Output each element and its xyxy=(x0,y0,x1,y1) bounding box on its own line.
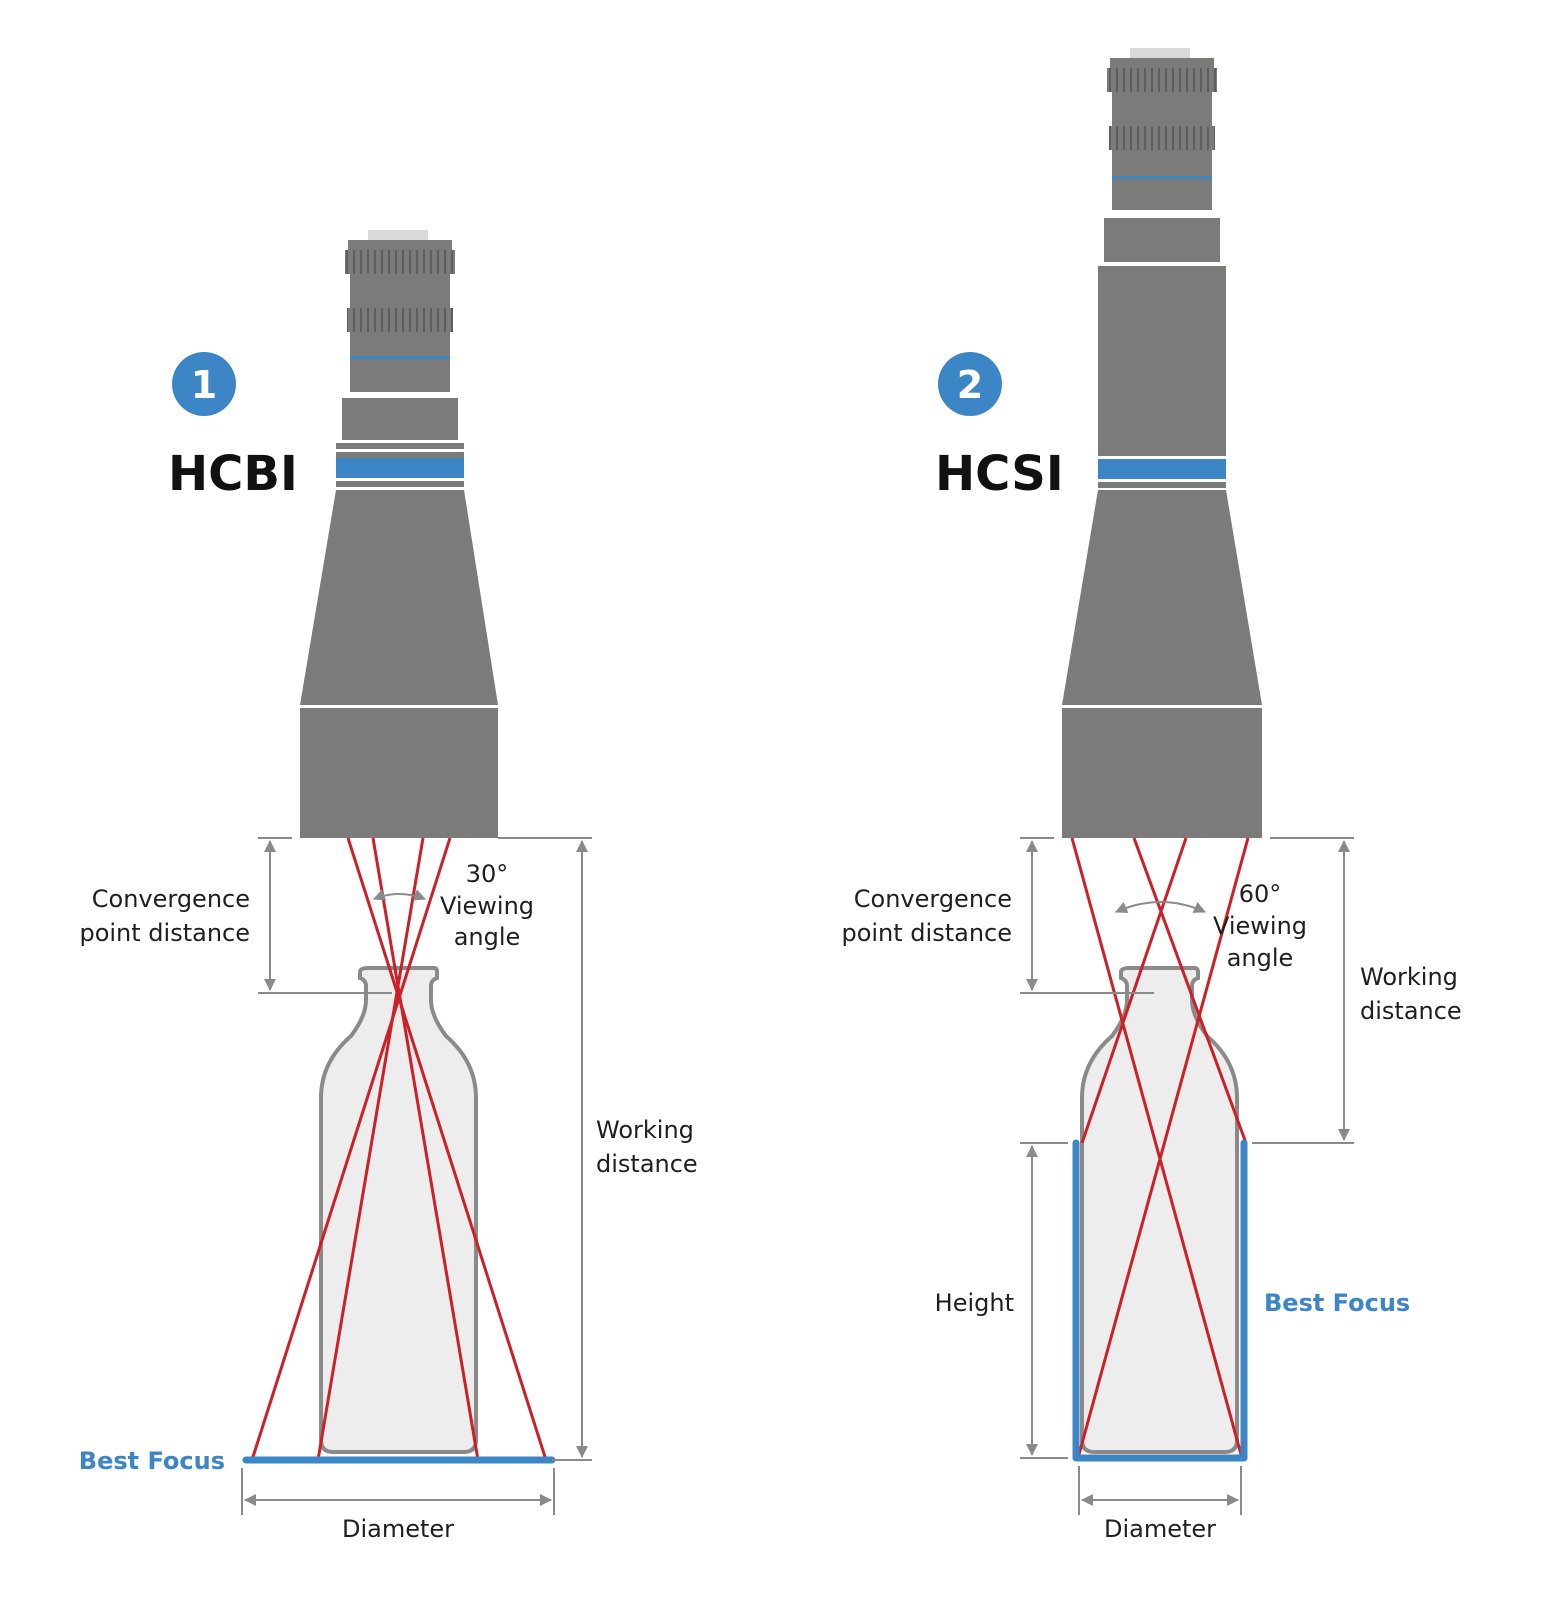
hcsi-accent-line xyxy=(1112,176,1212,179)
hcsi-convergence-label-2: point distance xyxy=(841,919,1012,947)
hcbi-lens xyxy=(300,230,498,838)
hcbi-angle-arc xyxy=(373,889,426,901)
hcbi-best-focus-label: Best Focus xyxy=(79,1447,225,1475)
hcbi-badge-number: 1 xyxy=(191,363,217,407)
hcbi-lens-cone xyxy=(300,490,498,705)
hcbi-convergence-dimension xyxy=(258,837,392,994)
hcbi-convergence-label-1: Convergence xyxy=(92,885,250,913)
hcbi-accent-band xyxy=(336,458,464,478)
hcsi-badge xyxy=(938,352,1002,416)
hcbi-iris-ring xyxy=(347,308,453,332)
hcsi-convergence-dimension xyxy=(1020,837,1154,994)
hcsi-angle-label-2: angle xyxy=(1227,944,1294,972)
hcsi-angle-arc xyxy=(1115,901,1206,914)
hcsi-model-name: HCSI xyxy=(935,446,1064,502)
hcsi-focus-ring xyxy=(1107,68,1217,92)
hcbi-lens-front xyxy=(300,708,498,838)
hcsi-lens xyxy=(1062,48,1262,838)
hcsi-diameter-dimension xyxy=(1078,1466,1242,1515)
hcbi-working-label-1: Working xyxy=(596,1116,694,1144)
hcbi-angle-value: 30° xyxy=(466,860,509,888)
hcbi-diameter-dimension xyxy=(241,1468,555,1515)
hcbi-lens-cap xyxy=(368,230,428,240)
hcbi-angle-label-2: angle xyxy=(454,923,521,951)
hcbi-model-name: HCBI xyxy=(168,446,298,502)
hcsi-iris-ring xyxy=(1109,126,1215,150)
hcsi-accent-band xyxy=(1098,459,1226,479)
hcbi-rays xyxy=(250,837,548,1461)
hcsi-angle-value: 60° xyxy=(1239,880,1282,908)
hcbi-diameter-label: Diameter xyxy=(342,1515,454,1543)
hcsi-working-dimension xyxy=(1252,837,1354,1144)
hcsi-working-label-2: distance xyxy=(1360,997,1462,1025)
hcsi-angle-label-1: Viewing xyxy=(1213,912,1307,940)
hcsi-convergence-label-1: Convergence xyxy=(854,885,1012,913)
hcsi-height-dimension xyxy=(1020,1142,1068,1459)
hcsi-lens-front xyxy=(1062,708,1262,838)
hcbi-bottle xyxy=(319,966,478,1454)
hcsi-bottle xyxy=(1080,966,1239,1454)
hcbi-focus-ring xyxy=(345,250,455,274)
hcbi-convergence-label-2: point distance xyxy=(79,919,250,947)
hcsi-best-focus-label: Best Focus xyxy=(1264,1289,1410,1317)
hcbi-diagram: 1 HCBI Convergence point distance 30° Vi… xyxy=(79,230,698,1543)
hcsi-lens-cap xyxy=(1130,48,1190,58)
hcsi-diameter-label: Diameter xyxy=(1104,1515,1216,1543)
hcsi-badge-number: 2 xyxy=(957,363,983,407)
hcsi-lens-cone xyxy=(1062,490,1262,705)
hcbi-working-dimension xyxy=(498,837,592,1461)
hcsi-best-focus-line xyxy=(1072,1139,1248,1462)
hcsi-working-label-1: Working xyxy=(1360,963,1458,991)
hcbi-badge xyxy=(172,352,236,416)
hcsi-diagram: 2 HCSI Convergence point distance 60° Vi… xyxy=(841,48,1462,1543)
hcsi-height-label: Height xyxy=(935,1289,1014,1317)
hcbi-accent-line xyxy=(350,356,450,359)
hcbi-angle-label-1: Viewing xyxy=(440,892,534,920)
hcbi-working-label-2: distance xyxy=(596,1150,698,1178)
hcsi-rays xyxy=(1070,837,1250,1459)
